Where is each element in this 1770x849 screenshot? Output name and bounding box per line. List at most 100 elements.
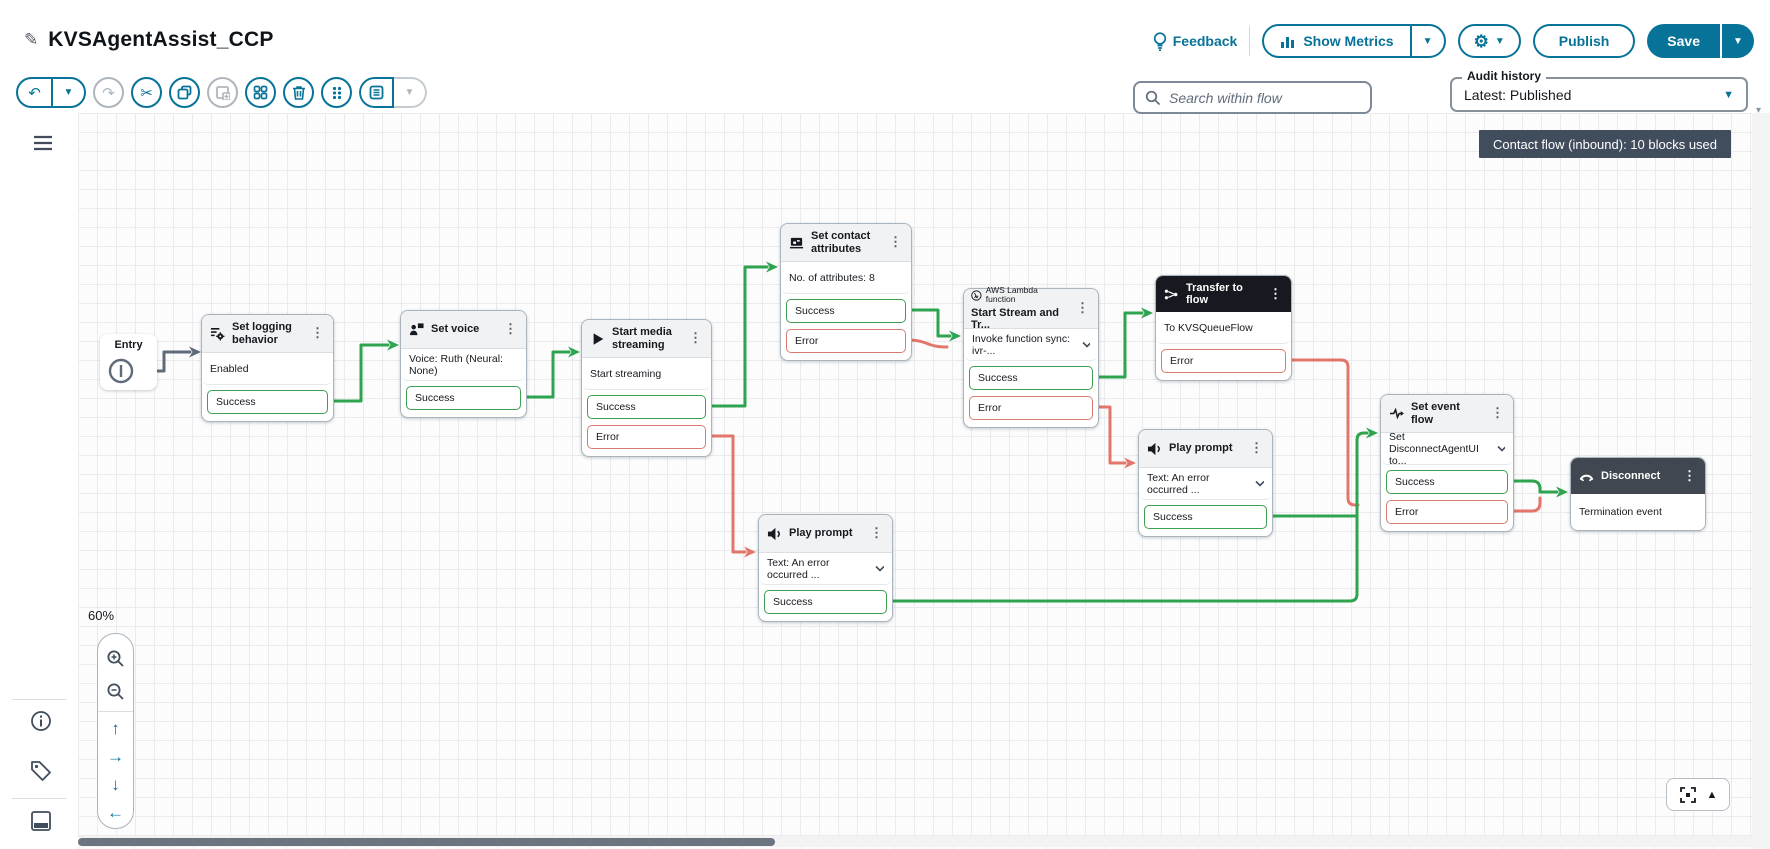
settings-button[interactable]: ⚙ ▼	[1457, 24, 1521, 58]
port-success[interactable]: Success	[764, 590, 887, 614]
block-aws-lambda-function[interactable]: AWS Lambda function Start Stream and Tr.…	[963, 284, 1099, 428]
port-success[interactable]: Success	[1144, 505, 1267, 529]
edit-title-icon[interactable]: ✎	[24, 30, 39, 49]
header-actions: Feedback Show Metrics ▼ ⚙ ▼ Publish Save…	[1153, 24, 1754, 58]
search-icon	[1145, 90, 1161, 105]
block-play-prompt-upper[interactable]: Play prompt ⋮ Text: An error occurred ..…	[1138, 429, 1273, 537]
kebab-menu-icon[interactable]: ⋮	[870, 525, 883, 541]
port-error[interactable]: Error	[969, 396, 1093, 420]
block-transfer-to-flow[interactable]: Transfer to flow ⋮ To KVSQueueFlow Error	[1155, 275, 1292, 381]
block-set-contact-attributes[interactable]: Set contact attributes ⋮ No. of attribut…	[780, 223, 912, 361]
notes-caret[interactable]: ▼	[394, 77, 427, 108]
port-error[interactable]: Error	[587, 425, 706, 449]
notes-button[interactable]	[359, 77, 394, 108]
editor-toolbar: ↶ ▼ ↷ ✂ ▼	[16, 77, 427, 108]
zoom-in-button[interactable]	[98, 642, 133, 675]
bottom-panel-icon[interactable]	[30, 810, 52, 832]
blocks-grid-button[interactable]	[245, 77, 276, 108]
kebab-menu-icon[interactable]: ⋮	[1269, 285, 1282, 301]
delete-button[interactable]	[283, 77, 314, 108]
save-caret[interactable]: ▼	[1722, 24, 1754, 58]
block-title: Set contact attributes	[811, 230, 871, 255]
undo-button[interactable]: ↶	[28, 84, 41, 102]
port-success[interactable]: Success	[786, 299, 906, 323]
bar-chart-icon	[1281, 36, 1295, 48]
pan-up-button[interactable]: ↑	[111, 719, 120, 738]
undo-caret[interactable]: ▼	[51, 79, 84, 106]
block-start-media-streaming[interactable]: Start media streaming ⋮ Start streaming …	[581, 319, 712, 457]
chevron-down-icon[interactable]	[1081, 341, 1090, 348]
copy-button[interactable]	[169, 77, 200, 108]
block-detail: No. of attributes: 8	[789, 271, 875, 284]
block-title: Play prompt	[1169, 442, 1233, 455]
feedback-button[interactable]: Feedback	[1153, 31, 1237, 51]
chevron-down-icon[interactable]	[1497, 445, 1505, 452]
pan-right-button[interactable]: →	[107, 747, 124, 766]
paste-button[interactable]	[207, 77, 238, 108]
zoom-controls: ↑ → ↓ ←	[97, 633, 134, 829]
info-icon[interactable]	[30, 710, 52, 732]
paste-icon	[216, 86, 230, 100]
zoom-out-button[interactable]	[98, 675, 133, 708]
chevron-down-icon[interactable]	[1255, 480, 1264, 487]
kebab-menu-icon[interactable]: ⋮	[689, 330, 702, 346]
block-detail: Text: An error occurred ...	[1147, 471, 1210, 496]
block-category: AWS Lambda function	[985, 284, 1038, 305]
show-metrics-group: Show Metrics ▼	[1262, 24, 1446, 58]
cut-button[interactable]: ✂	[131, 77, 162, 108]
entry-block[interactable]: Entry	[100, 334, 157, 390]
settings-caret-icon: ▼	[1494, 35, 1505, 47]
kebab-menu-icon[interactable]: ⋮	[504, 321, 517, 337]
show-metrics-button[interactable]: Show Metrics	[1264, 26, 1409, 56]
port-success[interactable]: Success	[1386, 470, 1508, 494]
pan-left-button[interactable]: ←	[107, 803, 124, 822]
port-success[interactable]: Success	[587, 395, 706, 419]
scroll-caret-icon[interactable]: ▾	[1756, 105, 1762, 116]
event-flow-icon	[1388, 407, 1405, 420]
chevron-down-icon[interactable]	[875, 565, 884, 572]
search-input[interactable]	[1169, 89, 1360, 106]
block-title: Set logging behavior	[232, 321, 292, 346]
pan-down-button[interactable]: ↓	[111, 775, 120, 794]
block-title: Play prompt	[789, 527, 853, 540]
expand-panel-icon[interactable]: ▲	[1706, 788, 1718, 801]
canvas-sidebar	[0, 113, 78, 849]
port-success[interactable]: Success	[406, 386, 521, 410]
kebab-menu-icon[interactable]: ⋮	[1250, 440, 1263, 456]
screen-icon	[788, 235, 805, 250]
vertical-scrollbar-track[interactable]	[1752, 113, 1770, 849]
save-button[interactable]: Save	[1647, 24, 1720, 58]
kebab-menu-icon[interactable]: ⋮	[889, 234, 902, 250]
publish-button[interactable]: Publish	[1532, 24, 1636, 58]
port-success[interactable]: Success	[207, 390, 328, 414]
port-error[interactable]: Error	[1386, 500, 1508, 524]
tag-icon[interactable]	[30, 760, 52, 782]
gear-icon: ⚙	[1473, 31, 1489, 51]
kebab-menu-icon[interactable]: ⋮	[311, 325, 324, 341]
port-error[interactable]: Error	[786, 329, 906, 353]
block-set-event-flow[interactable]: Set event flow ⋮ Set DisconnectAgentUI t…	[1380, 394, 1514, 532]
sidebar-divider	[12, 798, 66, 799]
block-disconnect[interactable]: Disconnect ⋮ Termination event	[1570, 457, 1706, 531]
hamburger-menu-icon[interactable]	[33, 135, 53, 151]
drag-handle-button[interactable]	[321, 77, 352, 108]
block-set-logging-behavior[interactable]: Set logging behavior ⋮ Enabled Success	[201, 314, 334, 422]
redo-button[interactable]: ↷	[93, 77, 124, 108]
fit-to-screen-icon[interactable]	[1679, 786, 1697, 804]
minimap-controls: ▲	[1666, 778, 1730, 811]
grid-icon	[253, 85, 268, 100]
port-success[interactable]: Success	[969, 366, 1093, 390]
kebab-menu-icon[interactable]: ⋮	[1491, 405, 1504, 421]
kebab-menu-icon[interactable]: ⋮	[1683, 467, 1696, 483]
show-metrics-caret[interactable]: ▼	[1409, 26, 1444, 56]
save-group: Save ▼	[1647, 24, 1754, 58]
drag-dots-icon	[332, 86, 341, 99]
kebab-menu-icon[interactable]: ⋮	[1076, 300, 1089, 316]
play-triangle-icon	[589, 332, 606, 346]
lightbulb-icon	[1153, 31, 1166, 51]
horizontal-scrollbar-thumb[interactable]	[78, 838, 775, 846]
port-error[interactable]: Error	[1161, 349, 1286, 373]
block-set-voice[interactable]: Set voice ⋮ Voice: Ruth (Neural: None) S…	[400, 310, 527, 418]
horizontal-scrollbar-track[interactable]	[78, 836, 1752, 847]
block-play-prompt-lower[interactable]: Play prompt ⋮ Text: An error occurred ..…	[758, 514, 893, 622]
